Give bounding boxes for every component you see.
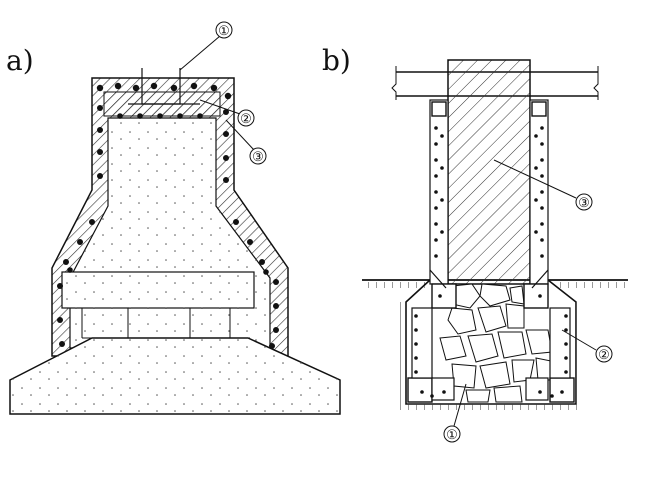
panel-b-callout-1: ① <box>446 428 458 443</box>
panel-a-callout-3: ③ <box>252 150 264 165</box>
panel-b-callouts: ③ ② ① <box>443 159 613 443</box>
panel-b-callout-2: ② <box>598 348 610 363</box>
panel-b: b) <box>322 44 628 443</box>
panel-b-jacket-blocks <box>407 283 575 403</box>
panel-b-jacket-left <box>429 99 449 285</box>
panel-a-label: a) <box>6 44 34 77</box>
panel-b-callout-3: ③ <box>578 196 590 211</box>
panel-a-rebars <box>57 82 279 349</box>
panel-b-rebars-lower <box>414 294 568 398</box>
panel-b-old-column <box>447 59 531 285</box>
panel-b-jacket-right <box>529 99 549 285</box>
panel-b-label: b) <box>322 44 351 77</box>
panel-b-rubble <box>439 283 557 403</box>
panel-a-callout-2: ② <box>240 112 252 127</box>
panel-a-callout-1: ① <box>218 24 230 39</box>
panel-a: a) <box>6 21 341 415</box>
panel-b-rebars-upper <box>434 126 544 258</box>
panel-a-callouts: ① ② ③ <box>179 21 267 165</box>
